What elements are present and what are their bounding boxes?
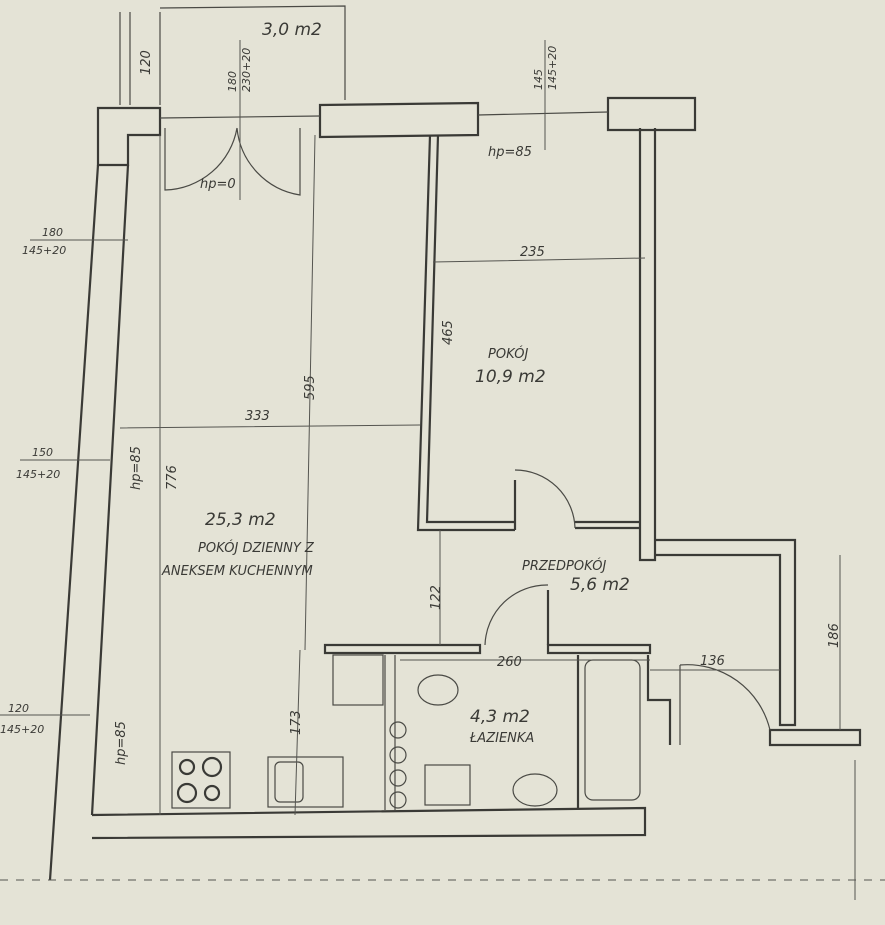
living-length: 595 <box>303 375 318 400</box>
bath-width: 260 <box>497 655 522 670</box>
living-name-line1: POKÓJ DZIENNY Z <box>198 540 315 556</box>
hall-depth: 122 <box>429 585 444 610</box>
entry-depth: 186 <box>827 623 842 648</box>
window-left-top-width: 180 <box>42 226 63 239</box>
pokoj-length: 465 <box>441 320 456 345</box>
stove-icon <box>171 751 231 809</box>
window-left-bottom-width: 120 <box>8 702 29 715</box>
balcony-door-size: 230+20 <box>240 48 253 92</box>
living-width: 333 <box>245 409 270 424</box>
fixtures <box>171 654 641 809</box>
window-top-sill: hp=85 <box>488 145 532 160</box>
pokoj-name: POKÓJ <box>488 346 528 362</box>
washer-icon <box>424 764 471 806</box>
balcony-area: 3,0 m2 <box>262 20 322 40</box>
living-area: 25,3 m2 <box>205 510 276 530</box>
pokoj-area: 10,9 m2 <box>475 367 546 387</box>
dimension-lines <box>0 40 885 900</box>
window-top-width: 145 <box>532 69 545 90</box>
bath-name: ŁAZIENKA <box>469 731 534 746</box>
washbasin-icon <box>512 773 558 807</box>
balcony-door-sill: hp=0 <box>200 177 236 192</box>
balcony: 3,0 m2 120 <box>119 5 346 105</box>
window-left-bottom-sill: hp=85 <box>114 721 129 765</box>
window-left-top-size: 145+20 <box>22 244 66 257</box>
toilet-icon <box>417 674 459 706</box>
bathtub-icon <box>584 659 641 801</box>
window-left-mid-width: 150 <box>32 446 53 459</box>
sink-icon <box>267 756 344 808</box>
window-left-mid-sill: hp=85 <box>129 446 144 490</box>
window-left-bottom-size: 145+20 <box>0 723 44 736</box>
bath-area: 4,3 m2 <box>470 707 530 727</box>
kitchen-depth: 173 <box>289 710 304 735</box>
hall-area: 5,6 m2 <box>570 575 630 595</box>
doors <box>164 127 771 745</box>
labels: 180 230+20 hp=0 145 145+20 hp=85 180 145… <box>0 46 842 765</box>
living-name-line2: ANEKSEM KUCHENNYM <box>161 564 313 579</box>
entry-width: 136 <box>700 654 725 669</box>
balcony-depth: 120 <box>139 50 154 75</box>
balcony-door-width: 180 <box>226 71 239 92</box>
hall-name: PRZEDPOKÓJ <box>522 558 606 574</box>
pokoj-width: 235 <box>520 245 545 260</box>
window-left-mid-size: 145+20 <box>16 468 60 481</box>
living-total-length: 776 <box>165 465 180 490</box>
window-top-size: 145+20 <box>546 46 559 90</box>
fridge-icon <box>332 654 384 706</box>
